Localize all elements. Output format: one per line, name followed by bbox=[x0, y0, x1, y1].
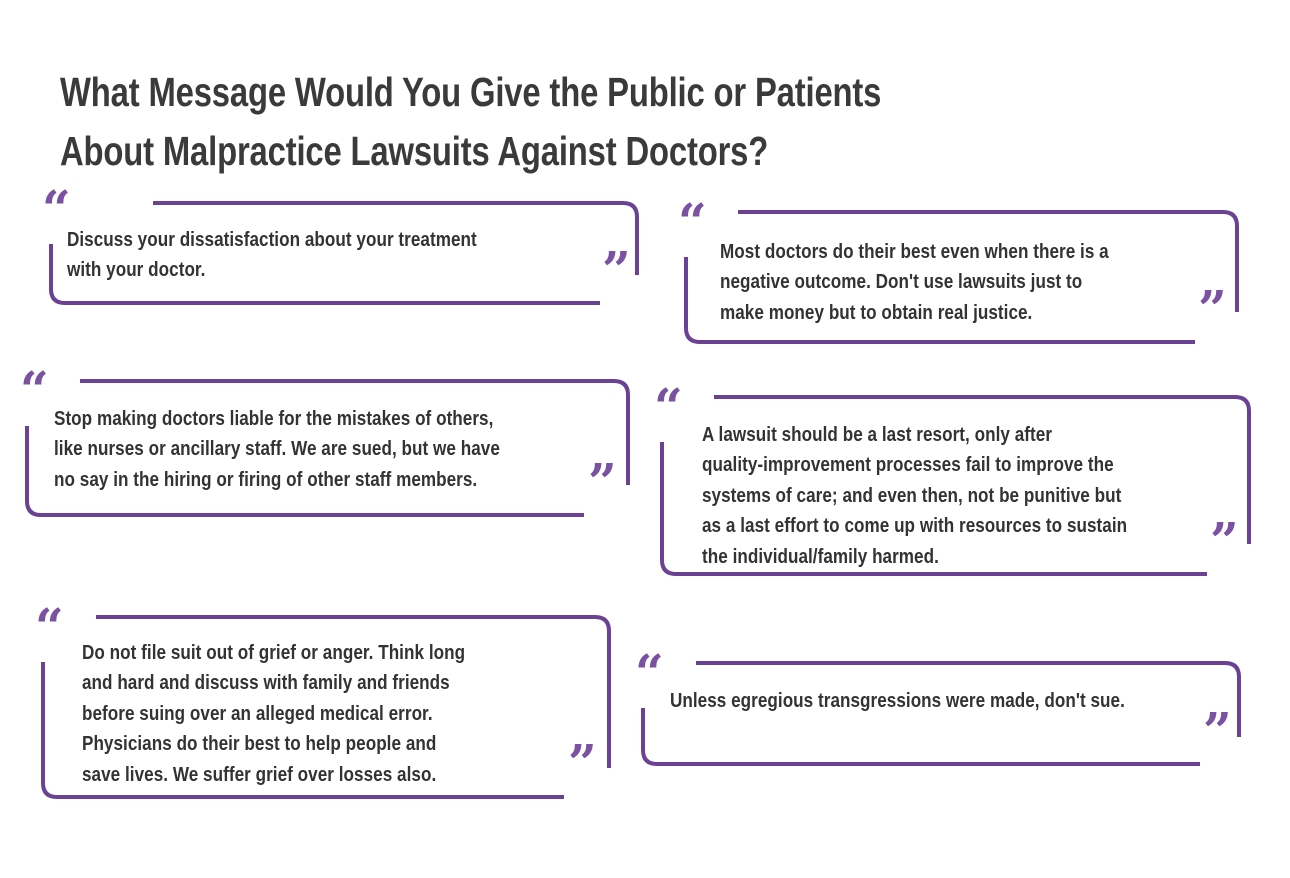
close-quote-icon: ” bbox=[588, 452, 617, 511]
close-quote-icon: ” bbox=[1198, 279, 1227, 338]
close-quote-icon: ” bbox=[602, 240, 631, 299]
open-quote-icon: “ bbox=[20, 360, 49, 419]
close-quote-icon: ” bbox=[1203, 701, 1232, 760]
quote-card-4: “ ” A lawsuit should be a last resort, o… bbox=[654, 382, 1258, 582]
close-quote-icon: ” bbox=[568, 733, 597, 792]
quote-card-1: “ ” Discuss your dissatisfaction about y… bbox=[40, 184, 648, 310]
quote-card-3: “ ” Stop making doctors liable for the m… bbox=[20, 365, 642, 523]
quote-text-3: Stop making doctors liable for the mista… bbox=[54, 408, 500, 491]
open-quote-icon: “ bbox=[654, 377, 683, 436]
quote-card-5: “ ” Do not file suit out of grief or ang… bbox=[35, 602, 618, 804]
quote-text-1: Discuss your dissatisfaction about your … bbox=[67, 229, 477, 282]
quote-text-6: Unless egregious transgressions were mad… bbox=[670, 690, 1125, 712]
open-quote-icon: “ bbox=[35, 597, 64, 656]
open-quote-icon: “ bbox=[635, 643, 664, 702]
page-title: What Message Would You Give the Public o… bbox=[60, 69, 882, 174]
quote-text-5: Do not file suit out of grief or anger. … bbox=[82, 642, 466, 786]
quote-card-2: “ ” Most doctors do their best even when… bbox=[678, 197, 1248, 349]
open-quote-icon: “ bbox=[42, 179, 71, 238]
open-quote-icon: “ bbox=[678, 192, 707, 251]
quote-text-2: Most doctors do their best even when the… bbox=[720, 241, 1109, 324]
quote-text-4: A lawsuit should be a last resort, only … bbox=[702, 424, 1128, 568]
quote-card-6: “ ” Unless egregious transgressions were… bbox=[635, 648, 1248, 768]
close-quote-icon: ” bbox=[1210, 511, 1239, 570]
